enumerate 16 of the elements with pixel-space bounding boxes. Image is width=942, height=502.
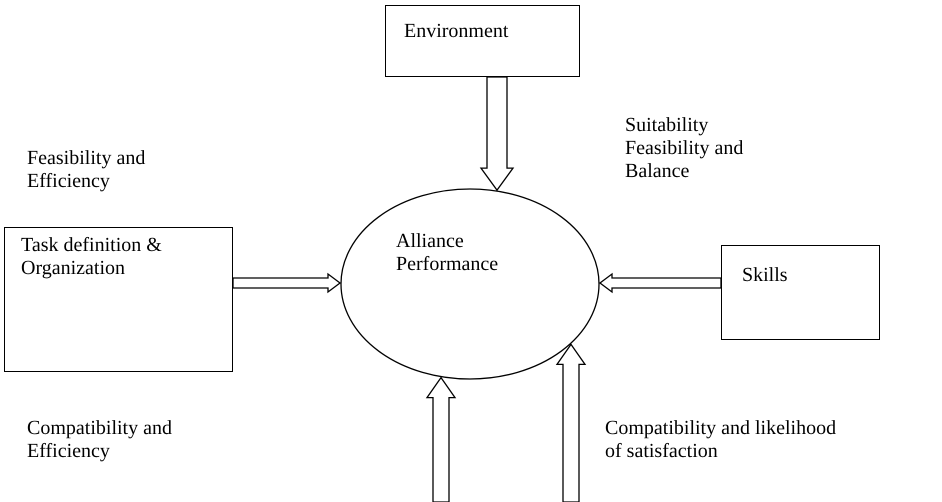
factor-box [385, 5, 580, 77]
factor-note: Compatibility and likelihood of satisfaction [605, 417, 838, 463]
block-arrow [556, 343, 586, 502]
factor-note: Feasibility and Efficiency [27, 147, 146, 193]
factor-note: Compatibility and Efficiency [27, 417, 173, 463]
factor-box [4, 227, 233, 372]
box-label: Task definition & Organization [21, 234, 163, 280]
factor-note: Suitability Feasibility and Balance [625, 114, 744, 183]
box-label: Environment [404, 20, 510, 43]
block-arrow [232, 272, 342, 294]
block-arrow [598, 272, 722, 294]
block-arrow [426, 376, 456, 502]
box-label: Skills [742, 264, 789, 287]
factor-box [721, 245, 880, 340]
block-arrow [480, 76, 514, 192]
node-label: Alliance Performance [396, 230, 500, 276]
